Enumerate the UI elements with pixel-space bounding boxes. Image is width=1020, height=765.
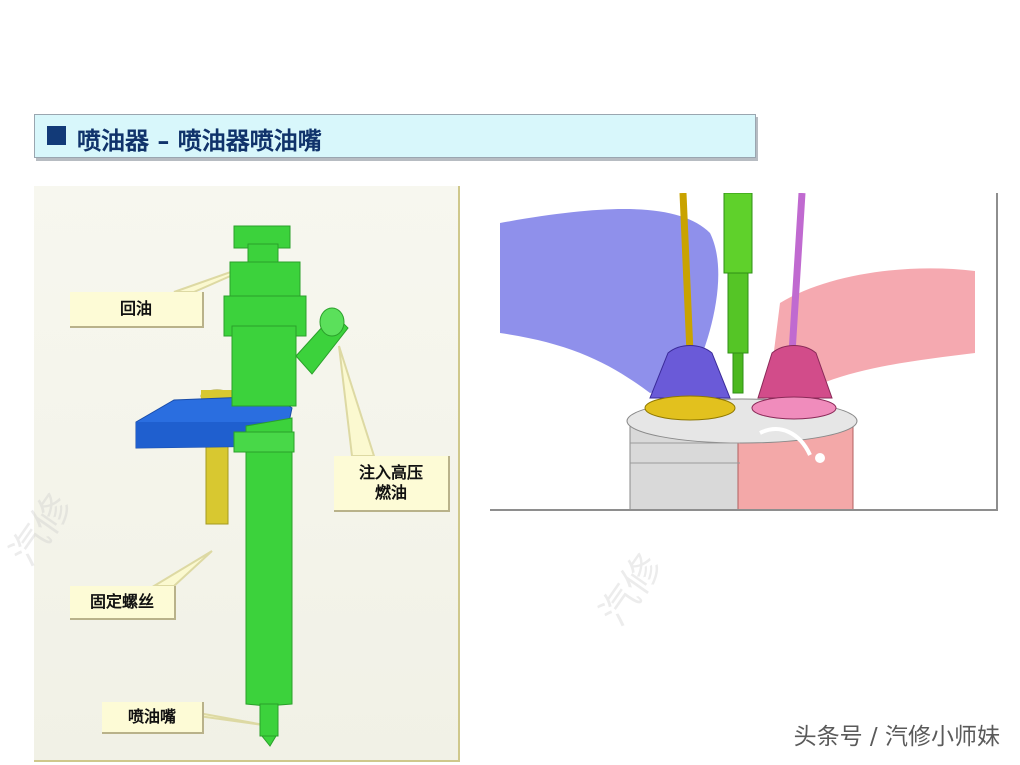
callout-return-oil: 回油 (70, 292, 204, 328)
injector-illustration (135, 225, 376, 747)
leader-high-pressure (338, 345, 376, 457)
callout-high-pressure-line2: 燃油 (374, 483, 407, 502)
callout-nozzle: 喷油嘴 (102, 702, 204, 734)
cylinder-illustration-panel (490, 193, 998, 511)
cylinder-head-illustration (500, 193, 975, 509)
slide-title-bar: 喷油器 – 喷油器喷油嘴 (34, 114, 756, 158)
intake-port-shape (500, 209, 719, 393)
slide-title: 喷油器 – 喷油器喷油嘴 (77, 126, 322, 155)
callout-fixing-bolt: 固定螺丝 (70, 586, 176, 620)
injector-diagram-panel: 回油 注入高压 燃油 固定螺丝 喷油嘴 (34, 186, 460, 762)
callout-return-oil-text: 回油 (119, 299, 152, 318)
leader-fixing-bolt (150, 550, 213, 587)
injector-shape (723, 193, 753, 274)
callout-nozzle-text: 喷油嘴 (127, 707, 176, 726)
source-watermark: 头条号 / 汽修小师妹 (793, 724, 1000, 750)
callout-high-pressure-line1: 注入高压 (358, 463, 423, 482)
bullet-square-icon (47, 126, 66, 145)
intake-valve-stem (679, 193, 694, 354)
callout-fixing-bolt-text: 固定螺丝 (89, 592, 154, 611)
exhaust-valve-stem (788, 193, 806, 354)
callout-high-pressure: 注入高压 燃油 (334, 456, 450, 512)
injector-body-shape (223, 225, 349, 747)
exhaust-port-shape (770, 268, 975, 393)
faint-watermark-center: 汽修 (591, 545, 671, 634)
